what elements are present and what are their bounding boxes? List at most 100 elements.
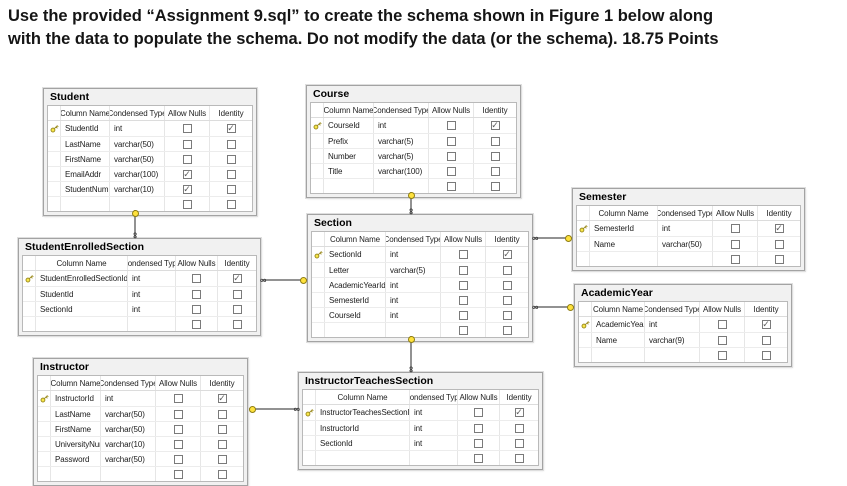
checkbox-unchecked-icon[interactable] xyxy=(474,438,483,448)
table-academic-year[interactable]: AcademicYear Column Name Condensed Type … xyxy=(574,284,792,367)
row-selector-cell[interactable] xyxy=(48,167,61,181)
empty-column-row[interactable] xyxy=(577,251,800,266)
checkbox-checked-icon[interactable] xyxy=(182,184,192,194)
column-name[interactable]: StudentId xyxy=(61,121,110,136)
row-selector-cell[interactable] xyxy=(311,164,324,178)
row-selector-cell[interactable] xyxy=(48,137,61,151)
checkbox-unchecked-icon[interactable] xyxy=(774,239,784,249)
column-type[interactable] xyxy=(386,323,441,337)
table-title[interactable]: Semester xyxy=(579,191,627,203)
column-name[interactable]: LastName xyxy=(61,137,110,151)
column-name[interactable]: EmailAddr xyxy=(61,167,110,181)
table-title[interactable]: Student xyxy=(50,91,90,103)
table-title[interactable]: Instructor xyxy=(40,361,90,373)
checkbox-unchecked-icon[interactable] xyxy=(774,254,784,264)
empty-column-row[interactable] xyxy=(311,178,516,193)
column-name[interactable] xyxy=(316,451,410,465)
checkbox-unchecked-icon[interactable] xyxy=(217,454,227,464)
row-selector-cell[interactable] xyxy=(38,407,51,421)
table-instructor[interactable]: Instructor Column Name Condensed Type Al… xyxy=(33,358,248,486)
checkbox-unchecked-icon[interactable] xyxy=(226,169,236,179)
checkbox-unchecked-icon[interactable] xyxy=(446,136,456,146)
table-title[interactable]: Section xyxy=(314,217,352,229)
column-name[interactable]: StudentEnrolledSectionId xyxy=(36,271,128,286)
checkbox-unchecked-icon[interactable] xyxy=(446,121,456,130)
checkbox-unchecked-icon[interactable] xyxy=(217,469,227,479)
row-selector-cell[interactable] xyxy=(579,348,592,362)
checkbox-unchecked-icon[interactable] xyxy=(226,154,236,164)
column-type[interactable]: varchar(50) xyxy=(101,452,156,466)
row-selector-cell[interactable] xyxy=(38,452,51,466)
relationship-section-studentenrolledsection[interactable]: ∞ xyxy=(260,276,307,285)
checkbox-checked-icon[interactable] xyxy=(774,224,784,233)
checkbox-unchecked-icon[interactable] xyxy=(458,310,468,320)
checkbox-unchecked-icon[interactable] xyxy=(173,394,183,403)
column-type[interactable] xyxy=(110,197,165,211)
column-name[interactable]: Number xyxy=(324,149,374,163)
checkbox-unchecked-icon[interactable] xyxy=(502,310,512,320)
row-selector-cell[interactable] xyxy=(577,252,590,266)
checkbox-unchecked-icon[interactable] xyxy=(730,239,740,249)
column-type[interactable]: varchar(100) xyxy=(374,164,429,178)
row-selector-cell[interactable] xyxy=(579,333,592,347)
checkbox-unchecked-icon[interactable] xyxy=(217,439,227,449)
checkbox-unchecked-icon[interactable] xyxy=(458,325,468,335)
checkbox-checked-icon[interactable] xyxy=(217,394,227,403)
table-title[interactable]: InstructorTeachesSection xyxy=(305,375,434,387)
row-selector-cell[interactable] xyxy=(38,422,51,436)
column-name[interactable]: StudentId xyxy=(36,287,128,301)
row-selector-cell[interactable] xyxy=(48,152,61,166)
checkbox-unchecked-icon[interactable] xyxy=(502,325,512,335)
column-type[interactable]: int xyxy=(386,247,441,262)
column-type[interactable] xyxy=(645,348,700,362)
checkbox-unchecked-icon[interactable] xyxy=(173,469,183,479)
relationship-semester-section[interactable]: ∞ xyxy=(532,234,572,243)
checkbox-unchecked-icon[interactable] xyxy=(182,154,192,164)
column-type[interactable]: varchar(5) xyxy=(386,263,441,277)
column-type[interactable] xyxy=(658,252,713,266)
row-selector-cell[interactable] xyxy=(311,134,324,148)
column-type[interactable]: varchar(9) xyxy=(645,333,700,347)
column-type[interactable]: int xyxy=(645,317,700,332)
row-selector-cell[interactable] xyxy=(38,437,51,451)
column-type[interactable]: int xyxy=(128,271,176,286)
row-selector-cell[interactable] xyxy=(48,197,61,211)
row-selector-cell[interactable] xyxy=(311,149,324,163)
column-name[interactable]: LastName xyxy=(51,407,101,421)
checkbox-unchecked-icon[interactable] xyxy=(173,409,183,419)
checkbox-checked-icon[interactable] xyxy=(182,169,192,179)
primary-key-cell[interactable] xyxy=(23,271,36,286)
column-type[interactable]: varchar(100) xyxy=(110,167,165,181)
column-name[interactable]: SemesterId xyxy=(590,221,658,236)
primary-key-cell[interactable] xyxy=(38,391,51,406)
column-type[interactable]: int xyxy=(410,421,458,435)
checkbox-unchecked-icon[interactable] xyxy=(514,453,524,463)
primary-key-cell[interactable] xyxy=(311,118,324,133)
row-selector-cell[interactable] xyxy=(577,237,590,251)
column-type[interactable]: int xyxy=(386,293,441,307)
primary-key-cell[interactable] xyxy=(312,247,325,262)
table-student-enrolled-section[interactable]: StudentEnrolledSection Column Name Conde… xyxy=(18,238,261,336)
column-name[interactable]: InstructorTeachesSectionId xyxy=(316,405,410,420)
empty-column-row[interactable] xyxy=(23,316,256,331)
checkbox-unchecked-icon[interactable] xyxy=(474,423,483,433)
relationship-instructor-instructorteachessection[interactable]: ∞ xyxy=(249,405,300,414)
checkbox-unchecked-icon[interactable] xyxy=(217,424,227,434)
empty-column-row[interactable] xyxy=(312,322,528,337)
checkbox-unchecked-icon[interactable] xyxy=(458,280,468,290)
checkbox-checked-icon[interactable] xyxy=(514,408,524,417)
column-name[interactable]: Name xyxy=(592,333,645,347)
checkbox-unchecked-icon[interactable] xyxy=(730,224,740,233)
checkbox-unchecked-icon[interactable] xyxy=(217,409,227,419)
